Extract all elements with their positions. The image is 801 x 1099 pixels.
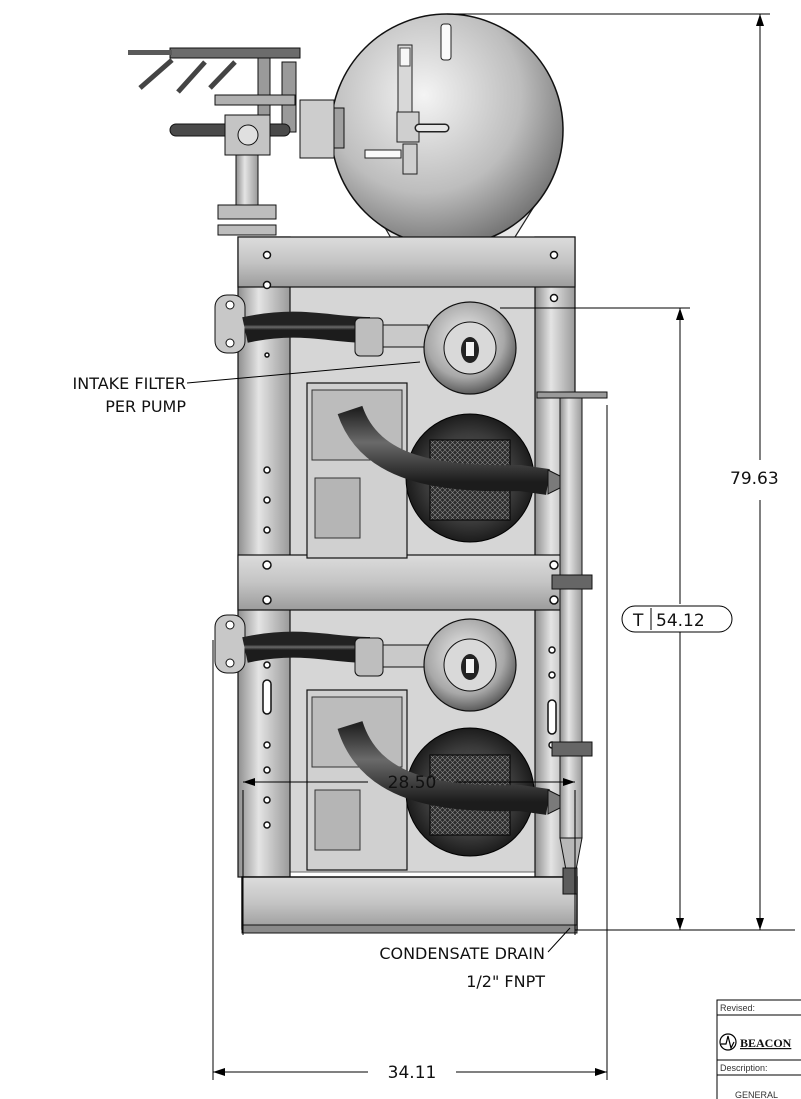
revised-label: Revised: bbox=[720, 1003, 755, 1013]
dimension-lines bbox=[186, 13, 795, 1080]
condensate-drain-label-line2: 1/2" FNPT bbox=[466, 972, 545, 991]
tank-height-prefix: T bbox=[632, 611, 644, 631]
pump-lower bbox=[214, 614, 574, 871]
condensate-drain-label: CONDENSATE DRAIN bbox=[379, 944, 545, 963]
tank-height-dimension: T 54.12 bbox=[621, 605, 733, 633]
condensate-standpipe bbox=[536, 391, 608, 895]
tank-height-value: 54.12 bbox=[656, 611, 705, 631]
frame-width-dimension: 28.50 bbox=[388, 773, 437, 793]
description-value: GENERAL bbox=[735, 1090, 778, 1099]
receiver-tank bbox=[330, 13, 564, 247]
intake-filter-label: INTAKE FILTER bbox=[73, 374, 186, 393]
beacon-logo-icon bbox=[719, 1033, 737, 1051]
pump-upper bbox=[214, 294, 574, 559]
overall-height-dimension: 79.63 bbox=[730, 469, 779, 489]
description-label: Description: bbox=[720, 1063, 768, 1073]
overall-width-dimension: 34.11 bbox=[388, 1063, 437, 1083]
dimension-arrows bbox=[213, 14, 764, 1076]
brand-name: BEACON bbox=[740, 1036, 792, 1050]
valve-assembly bbox=[128, 47, 345, 236]
intake-filter-label-line2: PER PUMP bbox=[105, 397, 186, 416]
title-block: Revised: BEACON Description: GENERAL bbox=[716, 999, 801, 1099]
